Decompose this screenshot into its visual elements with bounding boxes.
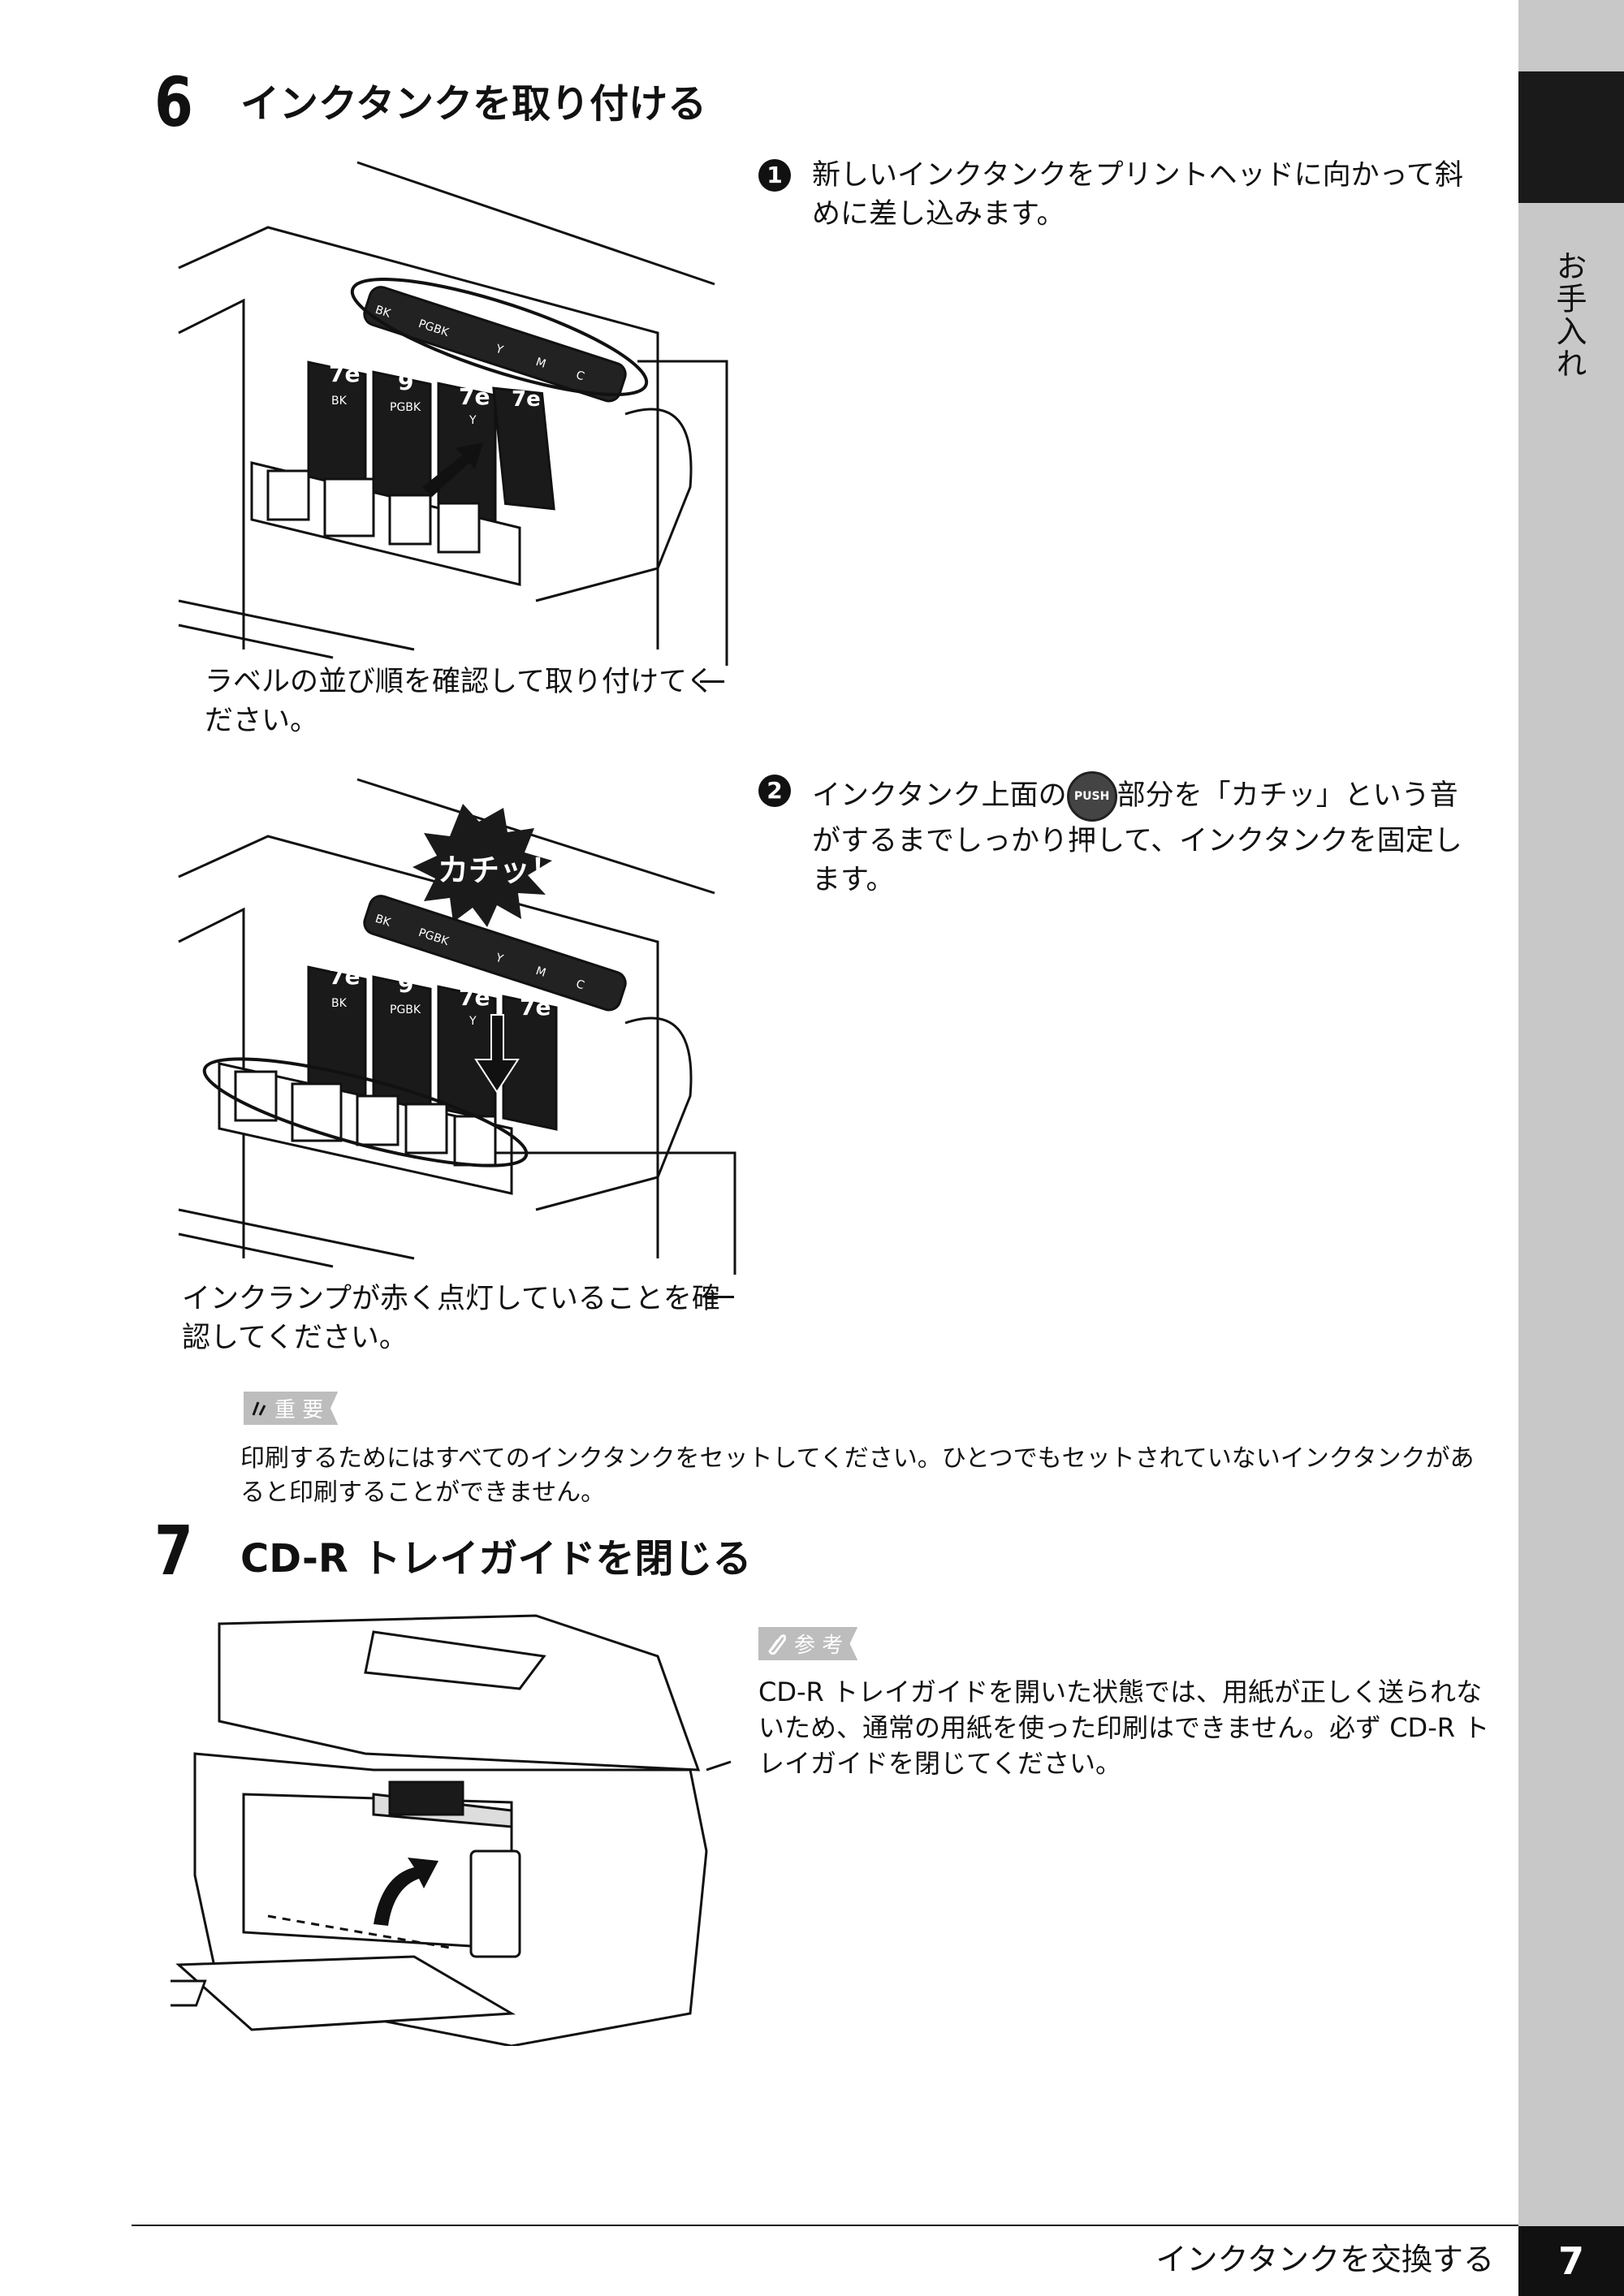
reference-tag: 参 考 xyxy=(758,1627,858,1660)
tank2-label-bk: 7e xyxy=(329,963,360,990)
alert-icon xyxy=(252,1400,266,1416)
step-6-title: インクタンクを取り付ける xyxy=(240,81,707,127)
tank-sublabel-pgbk: PGBK xyxy=(390,401,421,414)
figure-insert-ink-tank: BK PGBK Y M C 7e BK 9 PGBK 7e Y 7e xyxy=(178,161,728,666)
tank-label-bk: 7e xyxy=(329,360,360,387)
side-tab-label: お手入れ xyxy=(1551,250,1587,380)
strip-label-bk: BK xyxy=(374,304,393,321)
reference-text: CD-R トレイガイドを開いた状態では、用紙が正しく送られないため、通常の用紙を… xyxy=(758,1677,1490,1779)
paperclip-icon xyxy=(768,1634,786,1655)
tank-label-y: 7e xyxy=(459,383,490,410)
push-icon: PUSH xyxy=(1066,771,1117,822)
tank-label-pgbk: 9 xyxy=(398,369,413,395)
tank2-sublabel-pgbk: PGBK xyxy=(390,1003,421,1016)
tank2-label-y: 7e xyxy=(459,984,490,1011)
burst-text: カチッ！ xyxy=(438,852,561,888)
instruction-2-text-before: インクタンク上面の xyxy=(812,779,1067,812)
strip-label-m: M xyxy=(534,356,547,371)
tank2-label-pgbk: 9 xyxy=(398,971,413,998)
step-marker-2: 2 xyxy=(758,775,791,807)
tank2-label-m: 7e xyxy=(520,994,551,1021)
important-tag: 重 要 xyxy=(244,1392,339,1425)
figure-1-caption: ラベルの並び順を確認して取り付けてください。 xyxy=(205,666,715,737)
step-7-title: CD-R トレイガイドを閉じる xyxy=(240,1536,752,1582)
figure-press-push: カチッ！ BK PGBK Y M C 7e BK 9 PGBK 7e Y 7e xyxy=(178,778,736,1275)
important-tag-label: 重 要 xyxy=(274,1398,324,1422)
tank2-sublabel-y: Y xyxy=(469,1015,477,1028)
tank-sublabel-y: Y xyxy=(469,414,477,427)
instruction-2-text-after: 部分を「カチッ」という音がするまでしっかり押して、インクタンクを固定します。 xyxy=(812,779,1462,896)
label-strip-2: BK PGBK Y M C xyxy=(363,895,627,1012)
figure-2-caption: インクランプが赤く点灯していることを確認してください。 xyxy=(182,1283,720,1354)
tank2-sublabel-bk: BK xyxy=(331,997,348,1010)
tank-label-m: 7e xyxy=(512,387,541,412)
instruction-1: 1 新しいインクタンクをプリントヘッドに向かって斜めに差し込みます。 xyxy=(758,156,1481,234)
reference-tag-wrap: 参 考 xyxy=(758,1627,858,1660)
step-marker-1: 1 xyxy=(758,159,791,192)
step-6-number: 6 xyxy=(154,63,193,142)
important-tag-wrap: 重 要 xyxy=(244,1392,339,1425)
figure-close-cdr-guide xyxy=(171,1614,732,2046)
press-arrow xyxy=(474,1014,520,1094)
instruction-1-text: 新しいインクタンクをプリントヘッドに向かって斜めに差し込みます。 xyxy=(812,159,1463,231)
tank-sublabel-bk: BK xyxy=(331,395,348,408)
reference-tag-label: 参 考 xyxy=(794,1634,844,1658)
footer-section-title: インクタンクを交換する xyxy=(1155,2242,1494,2277)
ink-tanks: 7e BK 9 PGBK 7e Y 7e xyxy=(307,360,555,527)
side-tab-bar xyxy=(1518,0,1624,2296)
strip2-label-m: M xyxy=(534,965,547,980)
label-strip: BK PGBK Y M C xyxy=(363,286,627,403)
click-burst: カチッ！ xyxy=(412,804,561,927)
page-number: 7 xyxy=(1518,2226,1624,2296)
close-arrow xyxy=(374,1858,438,1926)
side-tab-marker xyxy=(1518,71,1624,203)
important-text: 印刷するためにはすべてのインクタンクをセットしてください。ひとつでもセットされて… xyxy=(240,1444,1475,1507)
step-7-number: 7 xyxy=(154,1511,193,1590)
insert-arrow xyxy=(422,442,483,497)
footer-rule xyxy=(132,2225,1518,2226)
strip2-label-bk: BK xyxy=(374,913,393,930)
